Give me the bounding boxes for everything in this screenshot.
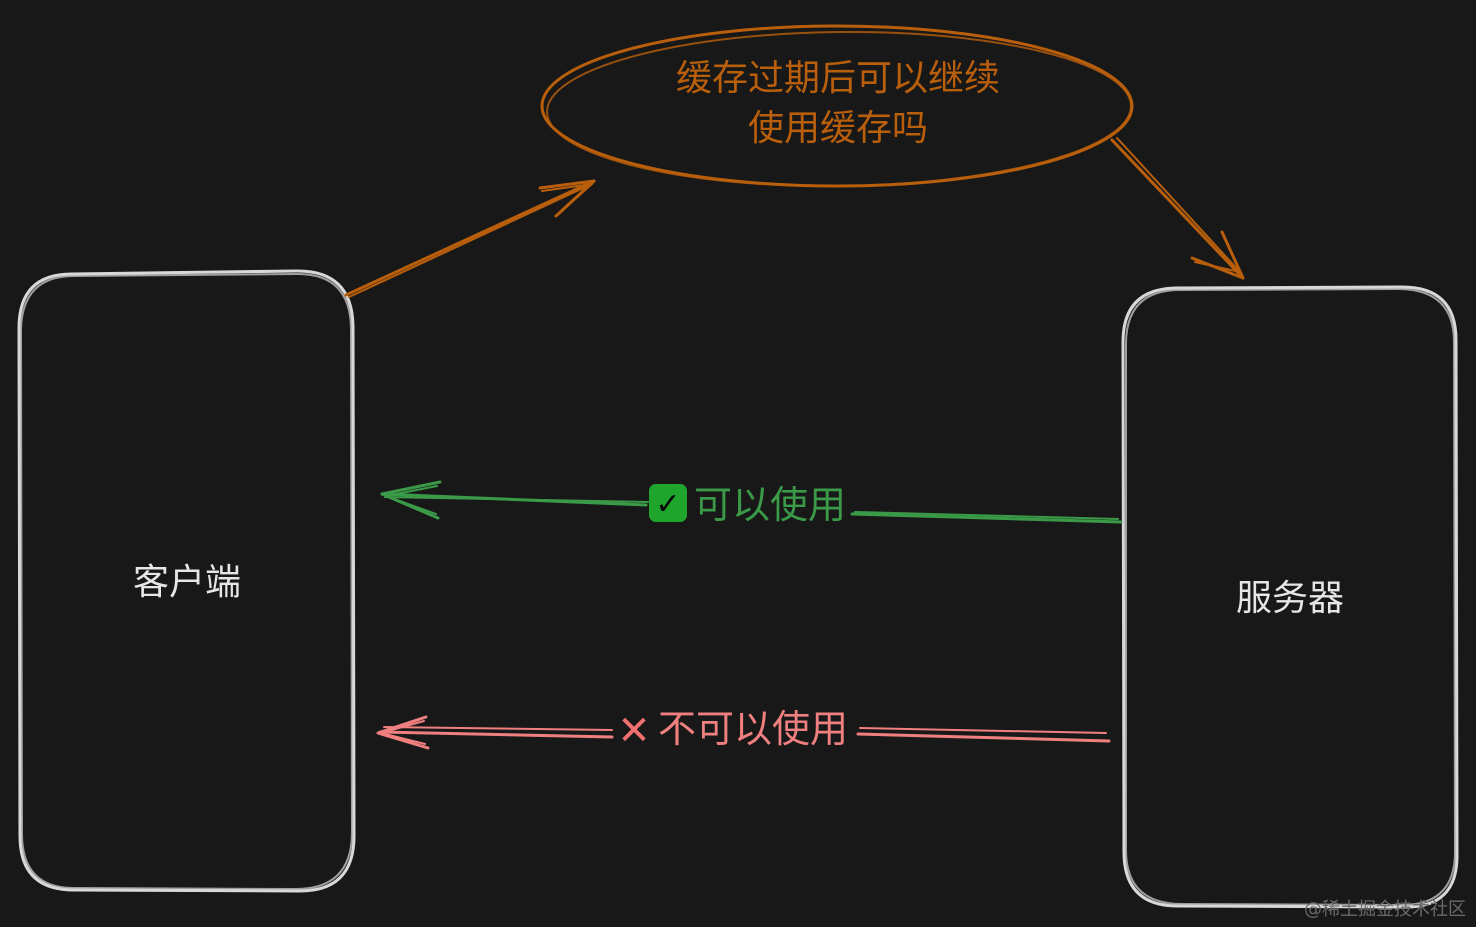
server-box: 服务器 [1121, 285, 1459, 909]
client-box: 客户端 [17, 269, 356, 893]
question-line-1: 缓存过期后可以继续 [676, 58, 1000, 99]
question-line-2: 使用缓存吗 [748, 108, 928, 149]
check-mark-icon [649, 484, 687, 522]
arrow-client-to-question [344, 179, 596, 298]
can-use-label: 可以使用 [694, 483, 846, 527]
client-box-outline [17, 269, 356, 893]
question-ellipse-stroke2 [546, 30, 1132, 188]
arrow-can-use: ✓ 可以使用 [380, 480, 1123, 527]
cannot-use-label: 不可以使用 [658, 707, 848, 751]
server-box-outline [1121, 285, 1459, 909]
arrow-head [376, 715, 430, 750]
server-label: 服务器 [1236, 578, 1344, 619]
watermark: @稀土掘金技术社区 [1304, 899, 1466, 920]
arrow-cannot-use: ✕ 不可以使用 [376, 707, 1111, 754]
arrow-head [380, 480, 442, 520]
question-bubble: 缓存过期后可以继续 使用缓存吗 [540, 24, 1134, 188]
server-box-outline-stroke2 [1125, 288, 1456, 906]
check-glyph: ✓ [655, 487, 680, 522]
client-label: 客户端 [133, 562, 241, 603]
client-box-outline-stroke2 [20, 273, 353, 890]
arrow-question-to-server [1110, 137, 1245, 280]
cross-mark-icon: ✕ [617, 708, 651, 754]
